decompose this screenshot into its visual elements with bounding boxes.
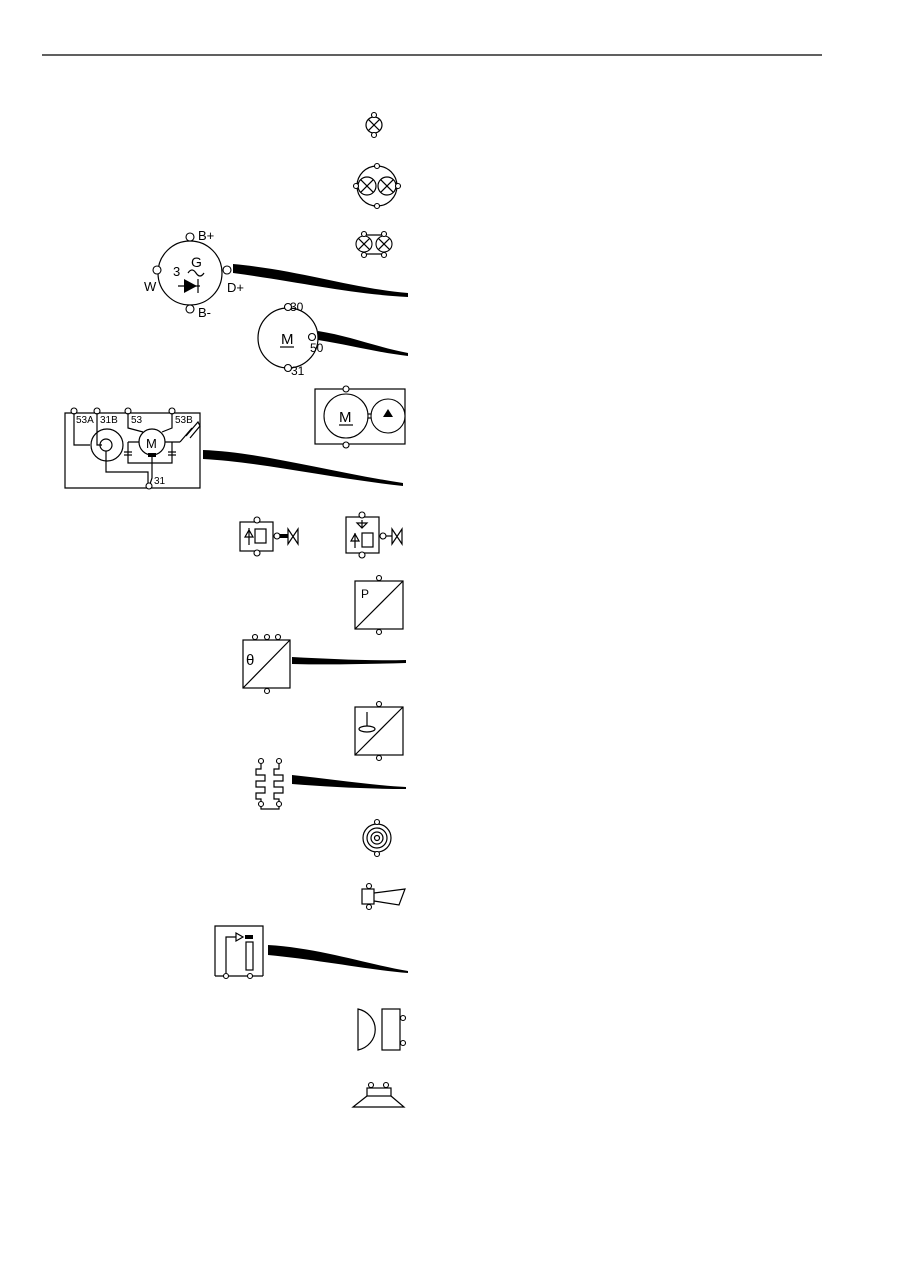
- alternator-symbol: B+ G 3 W D+ B-: [144, 228, 244, 320]
- label-phases: 3: [173, 264, 180, 279]
- label-53a: 53A: [76, 415, 94, 426]
- headlamp-icon: [357, 1008, 407, 1051]
- label-31: 31: [291, 364, 305, 378]
- leader-wedge: [318, 331, 408, 356]
- pressure-sensor-symbol: P: [354, 574, 404, 636]
- label-53: 53: [131, 415, 143, 426]
- leader-wedge: [268, 945, 408, 973]
- label-theta: θ: [246, 652, 254, 669]
- buzzer-icon: [362, 818, 392, 858]
- solenoid-valve-symbol: [239, 516, 299, 557]
- horn-icon: [361, 882, 406, 911]
- label-31: 31: [154, 476, 166, 487]
- heater-element-symbol: [255, 757, 284, 810]
- label-w: W: [144, 279, 157, 294]
- leader-wedge: [292, 657, 406, 665]
- loudspeaker-icon: [351, 1081, 406, 1108]
- leader-wedge: [233, 264, 408, 297]
- label-p: P: [361, 587, 369, 601]
- lamp-icon: [365, 111, 383, 139]
- label-d-plus: D+: [227, 280, 244, 295]
- temperature-sensor-symbol: θ: [242, 633, 291, 695]
- label-m: M: [339, 409, 352, 426]
- label-b-minus: B-: [198, 305, 211, 320]
- label-g: G: [191, 254, 202, 270]
- dual-lamp-icon: [352, 162, 402, 210]
- level-sensor-symbol: [354, 700, 404, 762]
- label-53b: 53B: [175, 415, 193, 426]
- label-30: 30: [290, 300, 304, 314]
- leader-wedge: [292, 775, 406, 789]
- starter-motor-symbol: M 30 50 31: [257, 300, 324, 378]
- sender-unit-symbol: [214, 925, 264, 980]
- leader-wedge: [203, 450, 403, 486]
- label-m: M: [146, 436, 157, 451]
- label-b-plus: B+: [198, 228, 214, 243]
- wiper-motor-symbol: 53A 31B 53 53B M 31: [64, 407, 201, 490]
- label-50: 50: [310, 341, 324, 355]
- solenoid-valve-with-diode-symbol: [345, 511, 403, 559]
- motor-pump-symbol: M: [314, 385, 406, 449]
- label-31b: 31B: [100, 415, 118, 426]
- twin-lamp-icon: [355, 230, 393, 259]
- label-m: M: [281, 331, 294, 348]
- diode-icon: [178, 279, 200, 293]
